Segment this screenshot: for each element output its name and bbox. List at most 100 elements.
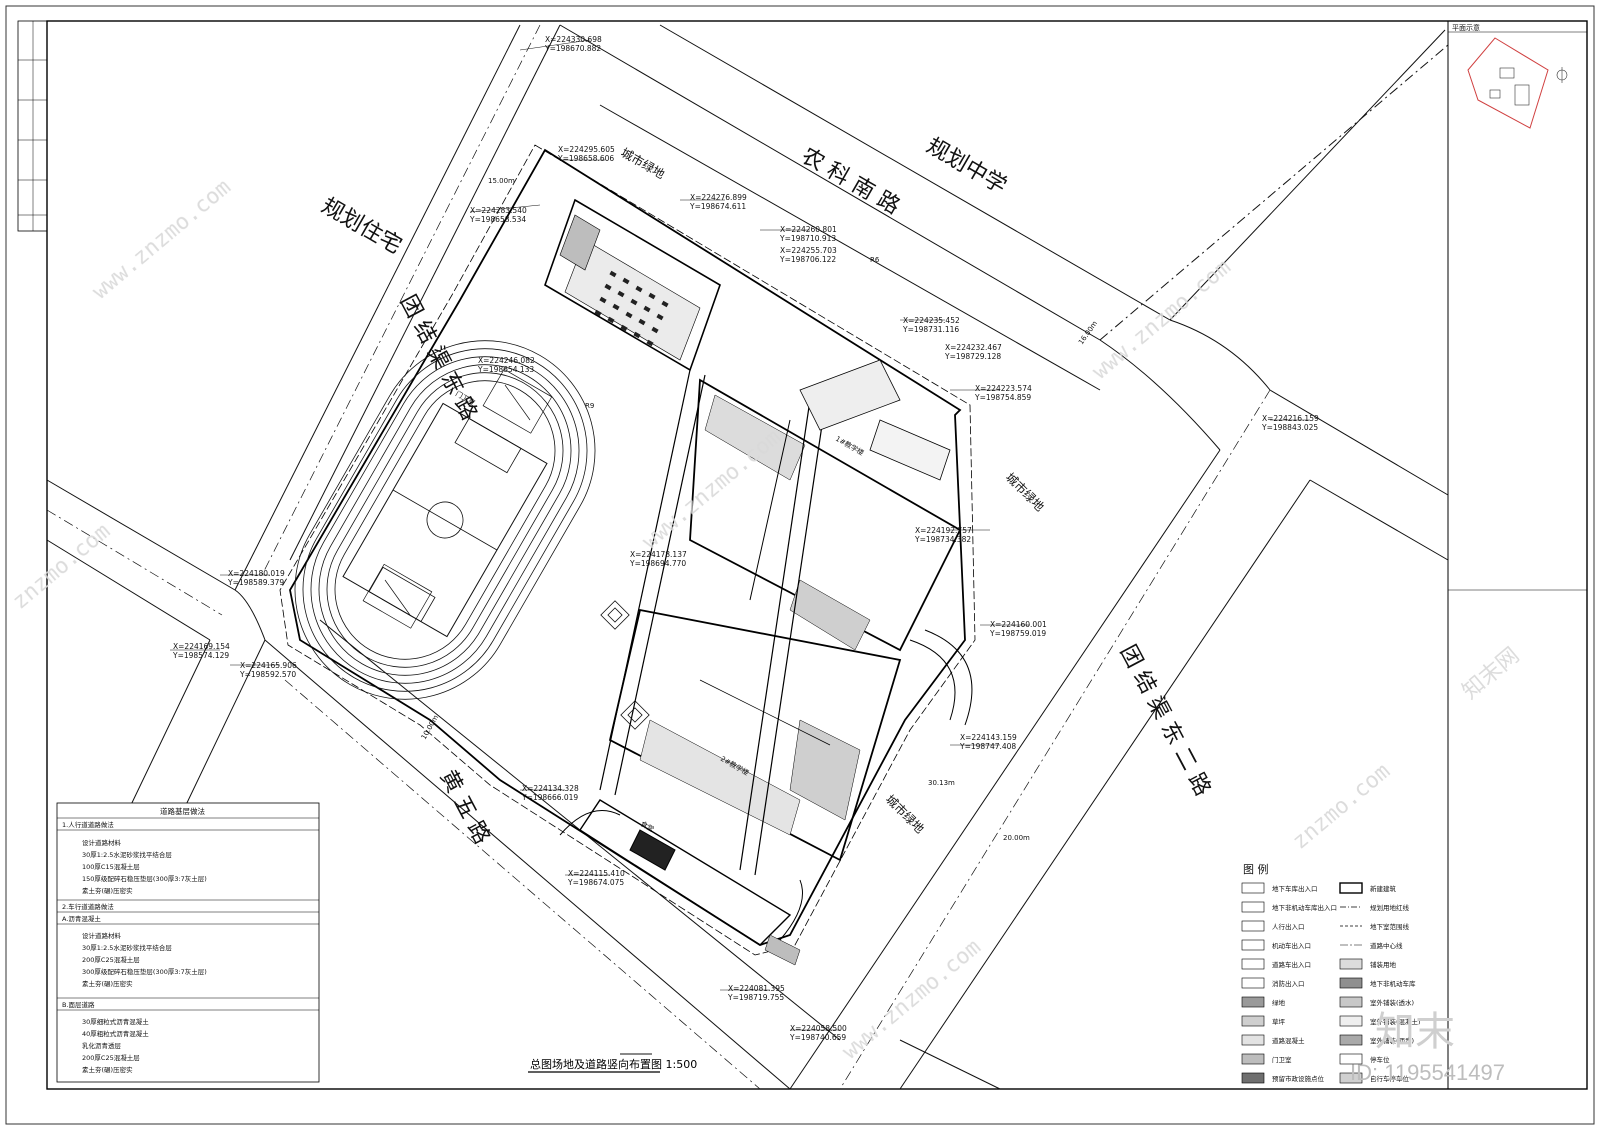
- svg-text:铺装用地: 铺装用地: [1370, 960, 1397, 969]
- brand-watermark: 知末: [1375, 1009, 1455, 1055]
- coord-y: Y=198740.659: [789, 1033, 846, 1042]
- coord-y: Y=198729.128: [944, 352, 1001, 361]
- coord-x: X=224178.137: [630, 550, 687, 559]
- svg-text:道路中心线: 道路中心线: [1370, 941, 1403, 950]
- notes-sec2: 2.车行道道路做法: [62, 902, 114, 911]
- coord-x: X=224260.801: [780, 225, 837, 234]
- notes-row: 30厚细粒式沥青混凝土: [82, 1017, 149, 1026]
- left-title-strip: [17, 20, 48, 232]
- notes-title: 道路基层做法: [160, 806, 205, 816]
- coord-x: X=224058.500: [790, 1024, 847, 1033]
- notes-table: 道路基层做法 1.人行道道路做法 2.车行道道路做法 A.沥青混凝土 B.面层道…: [56, 802, 320, 1083]
- svg-text:人行出入口: 人行出入口: [1272, 922, 1305, 931]
- svg-text:新建建筑: 新建建筑: [1370, 884, 1397, 893]
- svg-text:道路混凝土: 道路混凝土: [1272, 1036, 1305, 1045]
- coord-x: X=224192.757: [915, 526, 972, 535]
- building-2-teaching: [608, 608, 902, 862]
- svg-text:地下非机动车库出入口: 地下非机动车库出入口: [1272, 903, 1337, 912]
- coord-x: X=224081.395: [728, 984, 785, 993]
- coord-x: X=224216.159: [1262, 414, 1319, 423]
- red-line: [279, 144, 976, 956]
- dim-15m-a: 15.00m: [488, 177, 515, 185]
- legend: 图 例 地下车库出入口 地下非机动车库出入口 人行出入口 机动车出入口 道路车出…: [1241, 862, 1421, 1084]
- coord-y: Y=198670.882: [544, 44, 601, 53]
- coord-x: X=224180.019: [228, 569, 285, 578]
- coord-y: Y=198747.408: [959, 742, 1016, 751]
- running-track: [294, 340, 596, 700]
- dim-20m: 20.00m: [1003, 834, 1030, 842]
- svg-text:地下室范围线: 地下室范围线: [1370, 922, 1410, 931]
- notes-row: 乳化沥青透层: [82, 1041, 122, 1050]
- thumb-title: 平面示意: [1452, 23, 1480, 32]
- east-entrance: [779, 629, 973, 941]
- notes-row: 200厚C25混凝土层: [82, 955, 140, 964]
- roads: [46, 24, 1449, 1090]
- svg-text:自行车停车位: 自行车停车位: [1370, 1074, 1410, 1083]
- coord-y: Y=198710.913: [779, 234, 836, 243]
- coord-y: Y=198734.382: [914, 535, 971, 544]
- svg-text:室外铺装(透水): 室外铺装(透水): [1370, 998, 1414, 1007]
- legend-left-column: 地下车库出入口 地下非机动车库出入口 人行出入口 机动车出入口 道路车出入口 消…: [1241, 882, 1337, 1084]
- right-info-column: 平面示意: [1447, 21, 1587, 1089]
- coord-x: X=224160.001: [990, 620, 1047, 629]
- svg-text:绿地: 绿地: [1272, 998, 1286, 1007]
- coord-x: X=224330.698: [545, 35, 602, 44]
- notes-row: 设计道路材料: [82, 838, 122, 847]
- coord-y: Y=198731.116: [902, 325, 959, 334]
- notes-sec1: 1.人行道道路做法: [62, 820, 114, 829]
- svg-text:预留市政设施点位: 预留市政设施点位: [1272, 1074, 1325, 1083]
- notes-row: 素土夯(碾)压密实: [82, 886, 133, 895]
- key-plan-thumbnail: [1467, 37, 1568, 129]
- coord-x: X=224169.154: [173, 642, 230, 651]
- notes-row: 100厚C15混凝土层: [82, 862, 140, 871]
- coord-x: X=224255.703: [780, 246, 837, 255]
- coord-x: X=224246.082: [478, 356, 535, 365]
- coord-y: Y=198754.859: [974, 393, 1031, 402]
- id-label: ID: 1195541497: [1350, 1060, 1505, 1085]
- leader-lines: [170, 39, 1310, 1055]
- coord-y: Y=198589.379: [227, 578, 284, 587]
- svg-text:地下车库出入口: 地下车库出入口: [1272, 884, 1318, 893]
- coord-x: X=224115.410: [568, 869, 625, 878]
- coord-y: Y=198843.025: [1261, 423, 1318, 432]
- coord-y: Y=198759.019: [989, 629, 1046, 638]
- building-1-teaching: [689, 378, 962, 652]
- notes-row: 40厚粗粒式沥青混凝土: [82, 1029, 149, 1038]
- building-canteen: [559, 799, 801, 966]
- coord-y: Y=198674.611: [689, 202, 746, 211]
- notes-row: 200厚C25混凝土层: [82, 1053, 140, 1062]
- coord-y: Y=198658.606: [557, 154, 614, 163]
- drawing-border: [46, 20, 1588, 1090]
- seating-grid: [594, 270, 669, 347]
- coord-x: X=224232.467: [945, 343, 1002, 352]
- courts: [362, 368, 553, 629]
- svg-text:机动车出入口: 机动车出入口: [1272, 941, 1311, 950]
- plaza-squares: [600, 600, 650, 730]
- ne-entrance: [799, 359, 951, 481]
- notes-row: 150厚级配碎石稳压垫层(300厚3:7灰土层): [82, 874, 207, 883]
- coord-y: Y=198674.075: [567, 878, 624, 887]
- notes-row: 素土夯(碾)压密实: [82, 1065, 133, 1074]
- notes-row: 设计道路材料: [82, 931, 122, 940]
- coord-x: X=224223.574: [975, 384, 1032, 393]
- notes-row: 30厚1:2.5水泥砂浆找平结合层: [82, 850, 172, 859]
- coord-x: X=224295.605: [558, 145, 615, 154]
- coord-y: Y=198658.534: [469, 215, 526, 224]
- connecting-corridor: [599, 369, 826, 876]
- coord-x: X=224276.899: [690, 193, 747, 202]
- coord-y: Y=198654.133: [477, 365, 534, 374]
- coord-x: X=224134.328: [522, 784, 579, 793]
- notes-row: 素土夯(碾)压密实: [82, 979, 133, 988]
- coord-y: Y=198706.122: [779, 255, 836, 264]
- coord-x: X=224235.452: [903, 316, 960, 325]
- svg-text:室外铺装(沥青): 室外铺装(沥青): [1370, 1036, 1414, 1045]
- notes-row: 300厚级配碎石稳压垫层(300厚3:7灰土层): [82, 967, 207, 976]
- notes-row: 30厚1:2.5水泥砂浆找平结合层: [82, 943, 172, 952]
- svg-text:室外铺装(混凝土): 室外铺装(混凝土): [1370, 1017, 1421, 1026]
- dim-30m: 30.13m: [928, 779, 955, 787]
- coord-x: X=224165.906: [240, 661, 297, 670]
- coord-y: Y=198574.129: [172, 651, 229, 660]
- legend-title: 图 例: [1243, 862, 1269, 876]
- plan-title: 总图场地及道路竖向布置图 1:500: [530, 1057, 697, 1071]
